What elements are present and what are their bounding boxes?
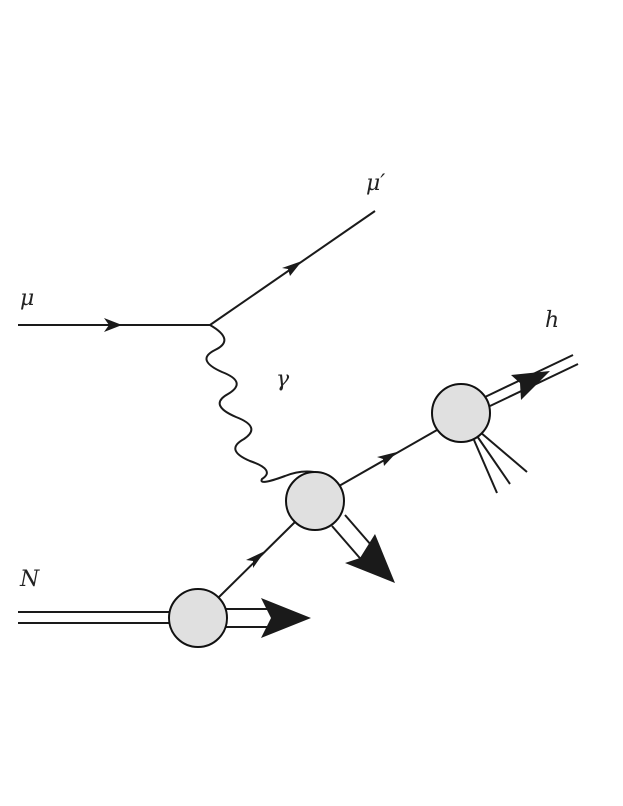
- hadron-arrow-icon: [511, 371, 550, 400]
- hard-scatter-blob: [285, 471, 345, 531]
- hadron-label: h: [545, 308, 559, 333]
- parton-arrow-icon: [246, 551, 265, 568]
- fragmentation-blob: [431, 383, 491, 443]
- outgoing-muon-line: [209, 210, 376, 326]
- hadron-line: [484, 354, 579, 407]
- outgoing-muon-arrow-icon: [282, 261, 302, 276]
- incoming-muon-label: μ: [20, 286, 34, 311]
- incoming-muon-arrow-icon: [104, 318, 122, 332]
- nucleon-label: N: [19, 567, 40, 592]
- quark-arrow-icon: [377, 452, 397, 466]
- photon-label: γ: [276, 367, 290, 392]
- nucleon-remnant: [224, 598, 311, 638]
- scatter-remnant: [331, 514, 395, 583]
- parton-line: [217, 520, 297, 599]
- quark-line: [338, 429, 438, 487]
- incoming-muon-line: [18, 318, 210, 332]
- photon-line: [205, 324, 315, 483]
- scatter-remnant-arrow-icon: [345, 534, 395, 583]
- nucleon-line: [18, 611, 172, 624]
- outgoing-muon-label: μ′: [366, 171, 385, 196]
- nucleon-blob: [168, 588, 228, 648]
- remnant-arrow-icon: [261, 598, 311, 638]
- fragmentation-jets: [473, 431, 528, 494]
